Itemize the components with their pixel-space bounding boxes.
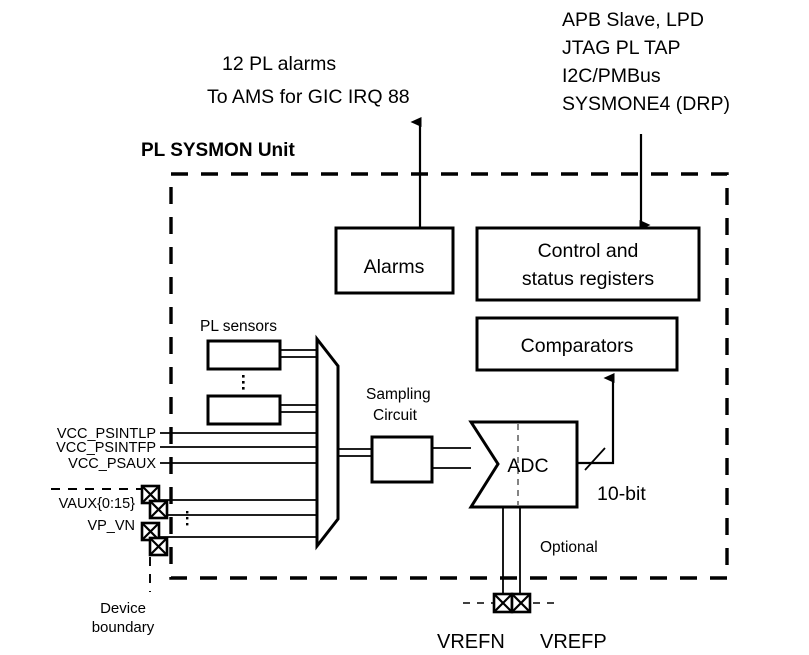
control-registers-label-line1: Control and [538,240,639,262]
control-registers-label-line2: status registers [522,268,654,290]
device-boundary-label-line1: Device [100,600,146,617]
pl-sensors-ellipsis [242,375,245,390]
mux-to-sampling-bus [338,448,372,457]
alarms-block [334,226,455,295]
pl-sensor-box-last [206,394,282,426]
adc-block [468,420,579,509]
signal-label-vcc-psintfp: VCC_PSINTFP [56,440,156,456]
pl-sensor-box-first [206,339,282,371]
adc-vref-wires [502,507,521,603]
pl-sysmon-unit-boundary [169,172,729,580]
vrefp-label: VREFP [540,631,607,653]
signal-label-vp-vn: VP_VN [87,518,135,534]
optional-label: Optional [540,539,598,556]
io-pad-vaux-upper [140,484,161,505]
device-boundary-label-line2: boundary [92,619,155,636]
comparators-block-label: Comparators [521,335,634,357]
adc-output-bus-wire [577,373,615,465]
input-signal-wires [160,432,317,538]
sampling-to-adc-bus [432,447,471,469]
annotation-pl-alarms-line2: To AMS for GIC IRQ 88 [207,86,410,108]
bus-width-label: 10-bit [597,483,646,505]
signal-label-vcc-psintlp: VCC_PSINTLP [57,426,156,442]
control-status-registers-block [475,226,701,302]
signal-label-vaux: VAUX{0:15} [59,496,135,512]
bus-width-slash-marker [584,447,606,471]
input-signal-labels: VCC_PSINTLP VCC_PSINTFP VCC_PSAUX VAUX{0… [56,426,156,534]
annotation-interface-line1: APB Slave, LPD [562,9,704,31]
io-pad-vaux-lower [148,499,169,520]
pl-sensor-bus-wires [280,349,317,413]
sampling-circuit-block [370,435,434,484]
pl-sensors-label: PL sensors [200,318,277,335]
annotation-interface-line2: JTAG PL TAP [562,37,680,59]
top-right-annotation: APB Slave, LPD JTAG PL TAP I2C/PMBus SYS… [562,9,730,115]
adc-block-label: ADC [507,455,548,477]
io-pad-vpvn-lower [148,536,169,557]
vrefn-label: VREFN [437,631,505,653]
io-pad-vrefn [492,592,514,614]
signal-label-vcc-psaux: VCC_PSAUX [68,456,156,472]
vaux-ellipsis [186,511,189,526]
annotation-pl-alarms-line1: 12 PL alarms [222,53,336,75]
top-left-annotation: 12 PL alarms To AMS for GIC IRQ 88 [207,53,410,108]
annotation-interface-line3: I2C/PMBus [562,65,661,87]
comparators-block [475,316,679,372]
sampling-circuit-label-line1: Sampling [366,386,431,403]
analog-multiplexer [315,334,340,551]
alarms-block-label: Alarms [364,256,425,278]
sampling-circuit-label-line2: Circuit [373,407,418,424]
unit-title: PL SYSMON Unit [141,140,295,161]
annotation-interface-line4: SYSMONE4 (DRP) [562,93,730,115]
io-pad-vrefp [510,592,532,614]
